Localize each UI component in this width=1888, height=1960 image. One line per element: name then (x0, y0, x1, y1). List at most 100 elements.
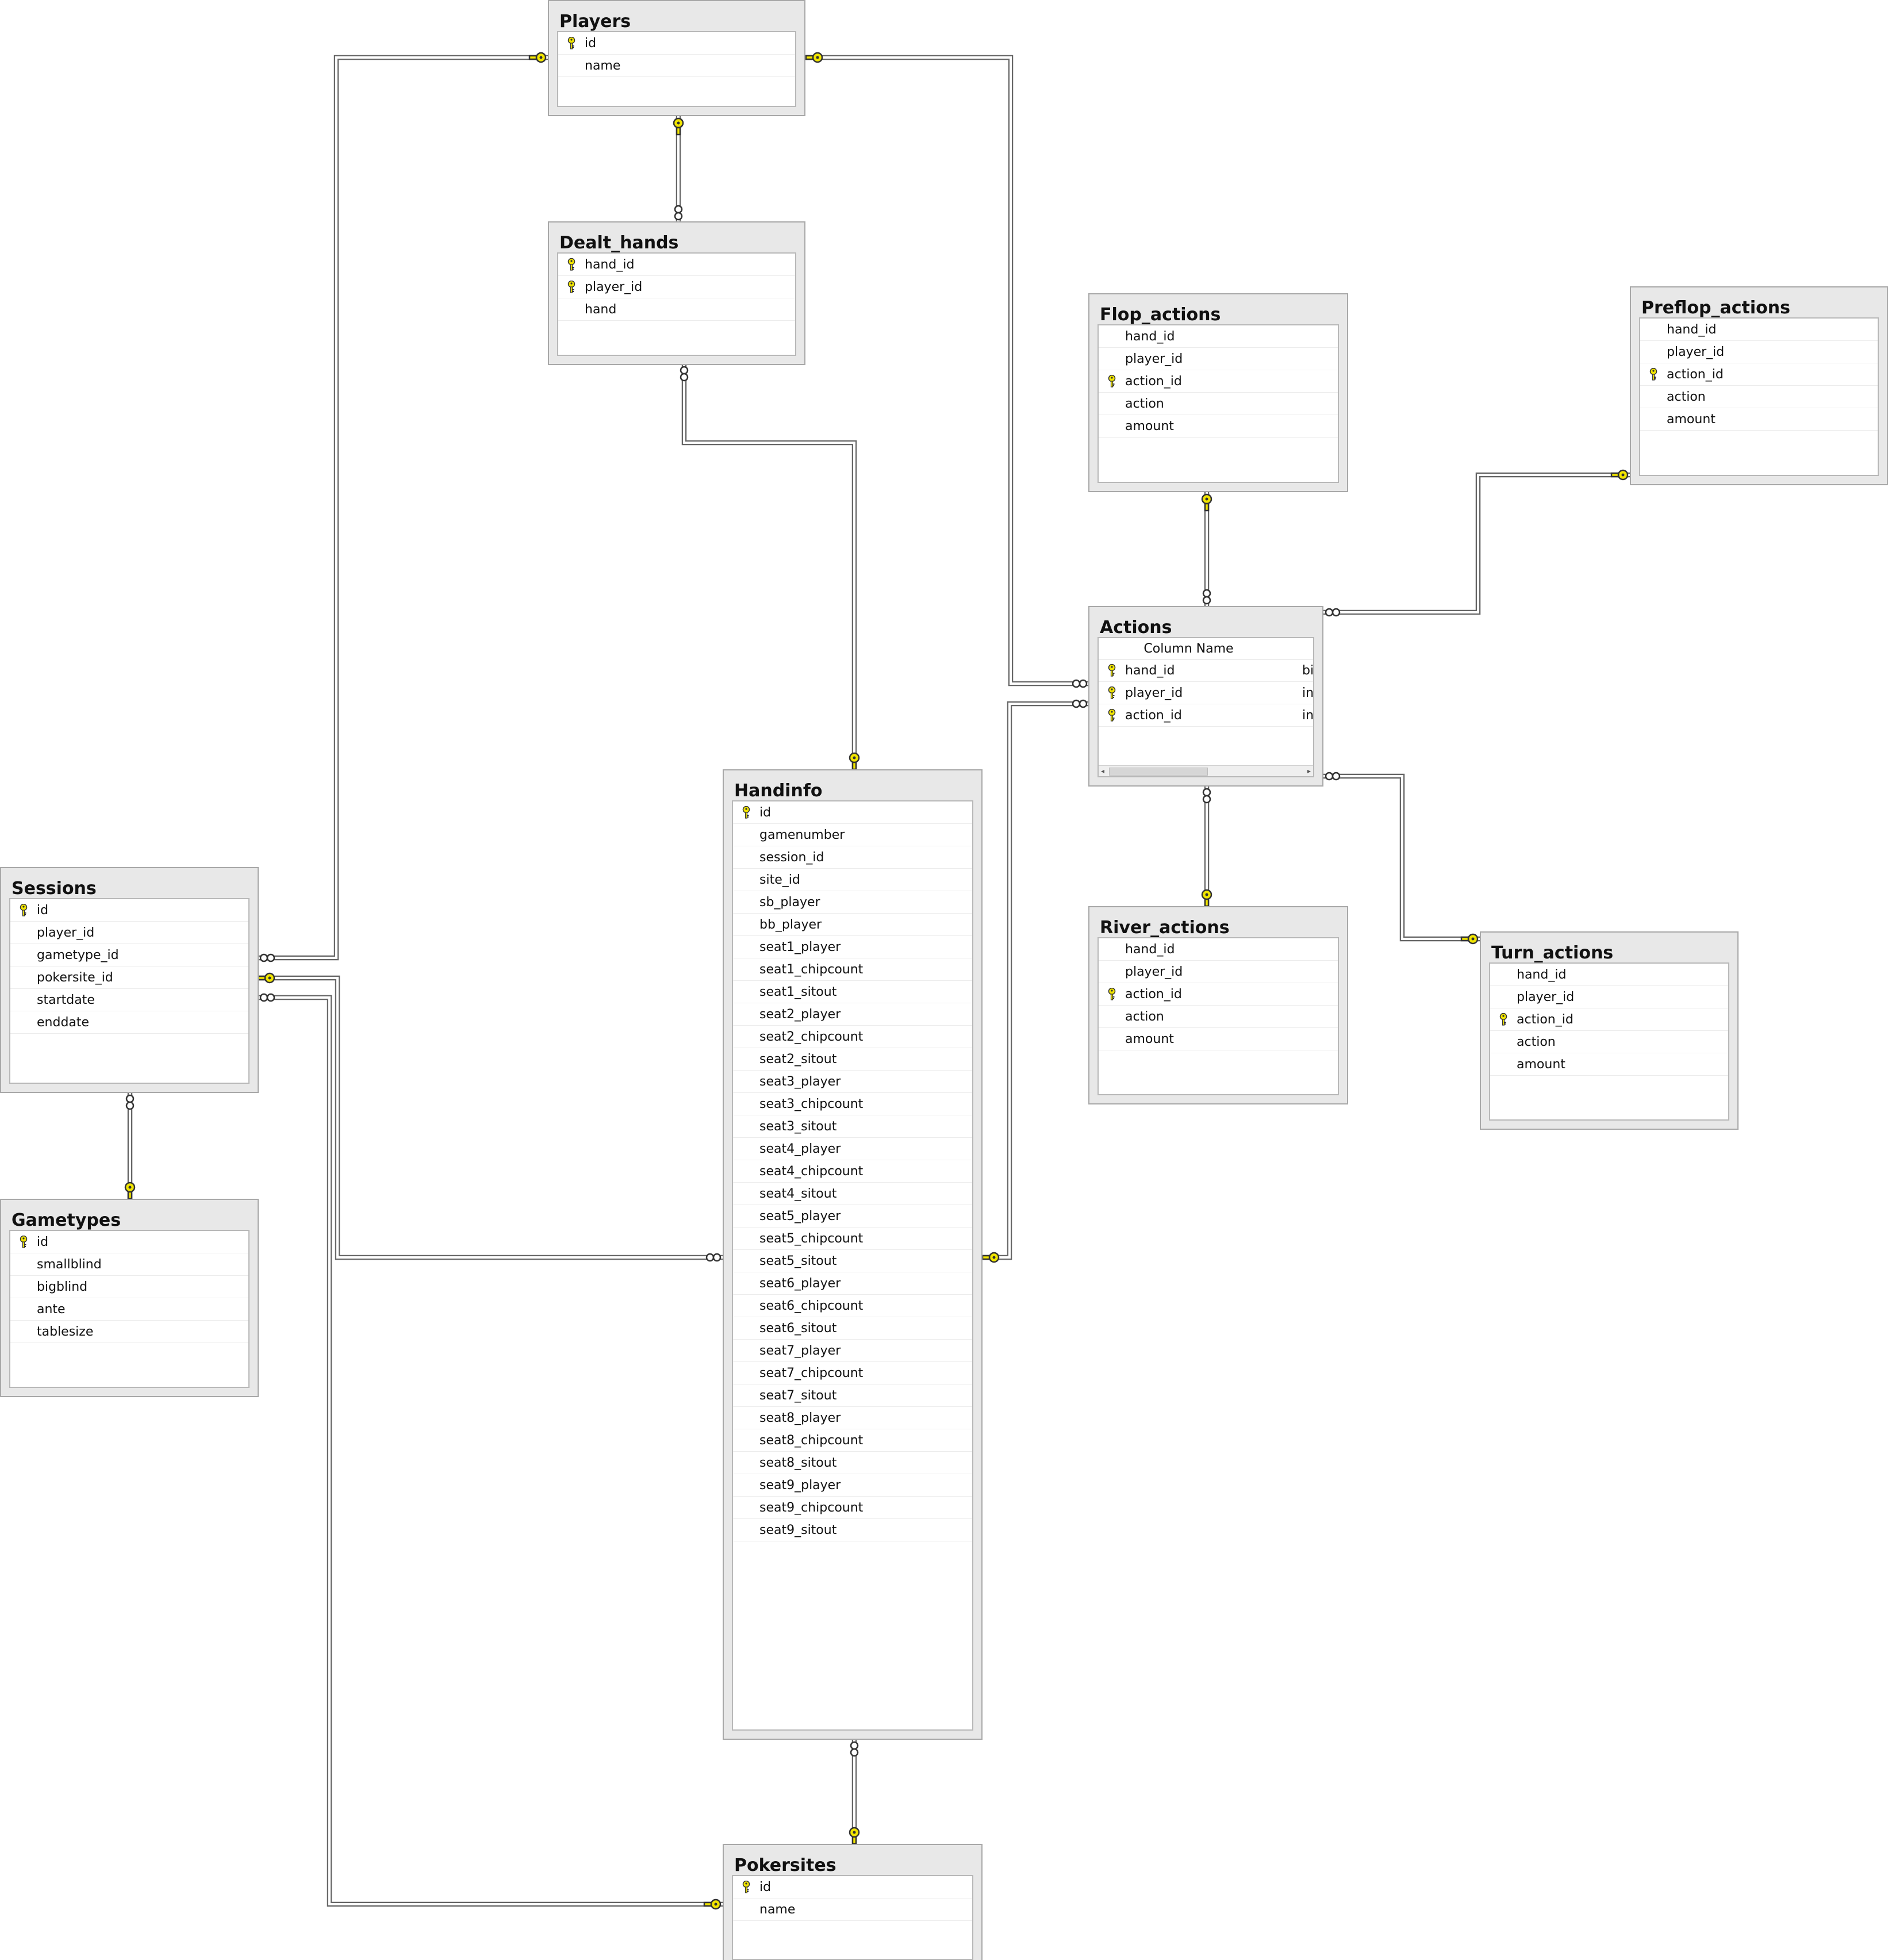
column-row[interactable]: action (1099, 393, 1338, 415)
column-row[interactable]: seat8_sitout (733, 1452, 972, 1474)
rel-dealt-hands-handinfo[interactable] (681, 365, 857, 769)
column-row[interactable]: seat9_chipcount (733, 1497, 972, 1519)
scroll-left-arrow-icon[interactable]: ◂ (1101, 767, 1105, 775)
rel-players-sessions[interactable] (259, 55, 548, 961)
column-row[interactable]: seat3_chipcount (733, 1093, 972, 1115)
column-row[interactable]: gametype_id (10, 944, 248, 966)
column-row[interactable]: name (558, 55, 795, 77)
column-row[interactable]: player_id (1490, 986, 1728, 1008)
column-row[interactable]: seat1_chipcount (733, 958, 972, 981)
column-row[interactable]: hand_id (558, 254, 795, 276)
column-row[interactable]: bb_player (733, 914, 972, 936)
column-row[interactable]: pokersite_id (10, 966, 248, 989)
column-row[interactable]: player_id (558, 276, 795, 298)
column-row[interactable]: startdate (10, 989, 248, 1011)
column-row[interactable]: seat7_chipcount (733, 1362, 972, 1384)
column-row[interactable]: player_id (1099, 961, 1338, 983)
column-row[interactable]: seat4_player (733, 1138, 972, 1160)
column-row[interactable]: hand_id (1640, 319, 1878, 341)
column-row[interactable]: tablesize (10, 1321, 248, 1343)
column-row[interactable]: seat8_chipcount (733, 1429, 972, 1452)
column-row[interactable]: seat5_chipcount (733, 1228, 972, 1250)
column-row[interactable]: seat4_sitout (733, 1183, 972, 1205)
scroll-right-arrow-icon[interactable]: ▸ (1307, 767, 1311, 775)
column-row[interactable]: gamenumber (733, 824, 972, 846)
column-row[interactable]: seat2_sitout (733, 1048, 972, 1071)
column-row[interactable]: action_id (1640, 363, 1878, 386)
column-row[interactable]: player_id (1640, 341, 1878, 363)
column-row[interactable]: ante (10, 1298, 248, 1321)
column-row[interactable]: seat9_sitout (733, 1519, 972, 1541)
column-row[interactable]: name (733, 1898, 972, 1921)
column-row[interactable]: player_id (10, 922, 248, 944)
column-row[interactable]: seat3_player (733, 1071, 972, 1093)
column-row[interactable]: seat2_player (733, 1003, 972, 1026)
column-row[interactable]: seat7_sitout (733, 1384, 972, 1407)
column-row[interactable]: action (1490, 1031, 1728, 1053)
column-row[interactable]: id (733, 1876, 972, 1898)
column-row[interactable]: amount (1099, 415, 1338, 438)
column-row[interactable]: seat9_player (733, 1474, 972, 1497)
table-title: Turn_actions (1491, 943, 1614, 963)
column-row[interactable]: action_id (1490, 1008, 1728, 1031)
column-row[interactable]: seat2_chipcount (733, 1026, 972, 1048)
horizontal-scrollbar[interactable]: ◂ ▸ (1099, 765, 1313, 776)
column-row[interactable]: amount (1640, 408, 1878, 431)
column-row[interactable]: seat8_player (733, 1407, 972, 1429)
table-title: Dealt_hands (559, 233, 679, 253)
column-row[interactable]: hand_id (1099, 938, 1338, 961)
column-row[interactable]: seat7_player (733, 1340, 972, 1362)
rel-actions-handinfo[interactable] (983, 701, 1088, 1260)
rel-players-actions[interactable] (805, 55, 1088, 686)
column-row[interactable]: id (10, 899, 248, 922)
column-row[interactable]: action_id (1099, 983, 1338, 1006)
column-row[interactable]: hand_id (1490, 964, 1728, 986)
column-row[interactable]: action (1640, 386, 1878, 408)
column-row[interactable]: seat5_player (733, 1205, 972, 1228)
column-row[interactable]: enddate (10, 1011, 248, 1034)
column-row[interactable]: bigblind (10, 1276, 248, 1298)
column-row[interactable]: site_id (733, 869, 972, 891)
column-row[interactable]: id (10, 1231, 248, 1253)
column-row[interactable]: action_id (1099, 370, 1338, 393)
column-row[interactable]: seat6_sitout (733, 1317, 972, 1340)
column-row[interactable]: smallblind (10, 1253, 248, 1276)
column-name: pokersite_id (37, 970, 113, 985)
rel-actions-preflop-actions[interactable] (1323, 472, 1630, 615)
column-row[interactable]: seat6_chipcount (733, 1295, 972, 1317)
column-row[interactable]: action (1099, 1006, 1338, 1028)
column-row[interactable]: seat1_sitout (733, 981, 972, 1003)
column-row[interactable]: seat1_player (733, 936, 972, 958)
primary-key-icon (567, 37, 575, 49)
column-row[interactable]: seat6_player (733, 1272, 972, 1295)
column-row[interactable]: amount (1099, 1028, 1338, 1050)
column-row[interactable]: hand_id (1099, 325, 1338, 348)
column-row[interactable]: seat5_sitout (733, 1250, 972, 1272)
column-row[interactable]: session_id (733, 846, 972, 869)
scrollbar-thumb[interactable] (1109, 768, 1208, 776)
column-row[interactable]: seat4_chipcount (733, 1160, 972, 1183)
column-name: ante (37, 1302, 66, 1317)
column-row[interactable]: hand (558, 298, 795, 321)
column-row[interactable]: seat3_sitout (733, 1115, 972, 1138)
column-row[interactable]: id (733, 801, 972, 824)
column-row[interactable]: id (558, 32, 795, 55)
column-name: seat5_sitout (759, 1253, 837, 1268)
column-row[interactable]: sb_player (733, 891, 972, 914)
column-row[interactable]: amount (1490, 1053, 1728, 1076)
column-row[interactable]: player_id (1099, 348, 1338, 370)
